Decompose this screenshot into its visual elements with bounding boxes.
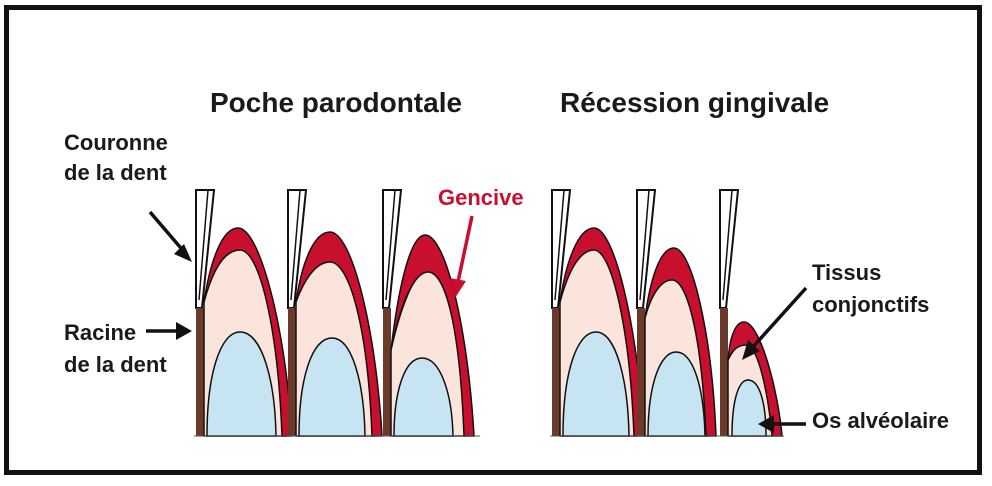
label-crown-line2: de la dent	[64, 160, 167, 185]
label-gum: Gencive	[438, 185, 524, 210]
crown-6	[720, 190, 738, 308]
root-4	[552, 308, 560, 436]
arrow-root	[146, 322, 192, 340]
root-5	[637, 308, 645, 436]
label-root-line2: de la dent	[64, 352, 167, 377]
label-tissue-line2: conjonctifs	[812, 292, 929, 317]
tooth-5	[637, 190, 716, 436]
tooth-1	[196, 190, 292, 436]
crown-3	[383, 190, 401, 308]
title-pocket: Poche parodontale	[210, 87, 462, 118]
root-2	[288, 308, 296, 436]
arrow-gum	[450, 216, 472, 298]
root-6	[720, 308, 728, 436]
root-1	[196, 308, 204, 436]
title-recession: Récession gingivale	[560, 87, 829, 118]
tooth-6	[720, 190, 782, 436]
arrow-crown	[150, 212, 192, 262]
arrow-tissue	[742, 288, 806, 360]
label-root-line1: Racine	[64, 320, 136, 345]
tooth-3	[383, 190, 474, 436]
label-tissue-line1: Tissus	[812, 260, 881, 285]
tooth-4	[552, 190, 644, 436]
root-3	[383, 308, 391, 436]
label-bone: Os alvéolaire	[812, 408, 949, 433]
tooth-2	[288, 190, 382, 436]
label-crown-line1: Couronne	[64, 130, 168, 155]
